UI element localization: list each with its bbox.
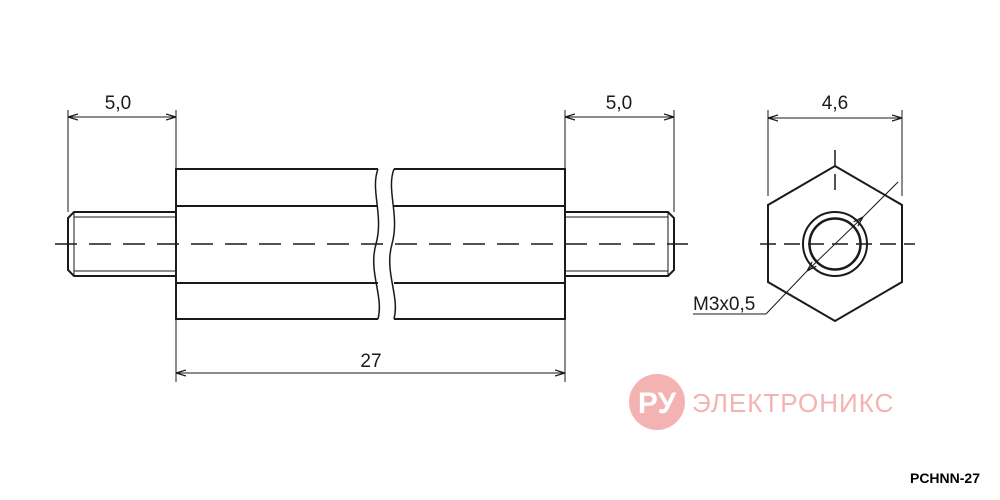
watermark-text: ЭЛЕКТРОНИКС — [692, 388, 894, 418]
watermark-badge-text: РУ — [638, 387, 677, 420]
body-length-dim-label: 27 — [360, 351, 381, 372]
dimension-lines — [67, 110, 675, 382]
end-dimension-lines — [693, 110, 903, 315]
left-thread-dim-label: 5,0 — [105, 93, 131, 114]
part-number: PCHNN-27 — [909, 470, 980, 486]
watermark-badge — [629, 374, 685, 430]
thread-spec-label: M3x0,5 — [693, 294, 755, 315]
right-thread-dim-label: 5,0 — [606, 93, 632, 114]
hex-outline — [767, 164, 903, 323]
watermark: РУ ЭЛЕКТРОНИКС — [629, 374, 894, 430]
break-line-right — [388, 168, 397, 320]
side-view — [55, 168, 688, 320]
dim-thread-diameter — [807, 217, 863, 271]
hex-width-dim-label: 4,6 — [822, 93, 848, 114]
